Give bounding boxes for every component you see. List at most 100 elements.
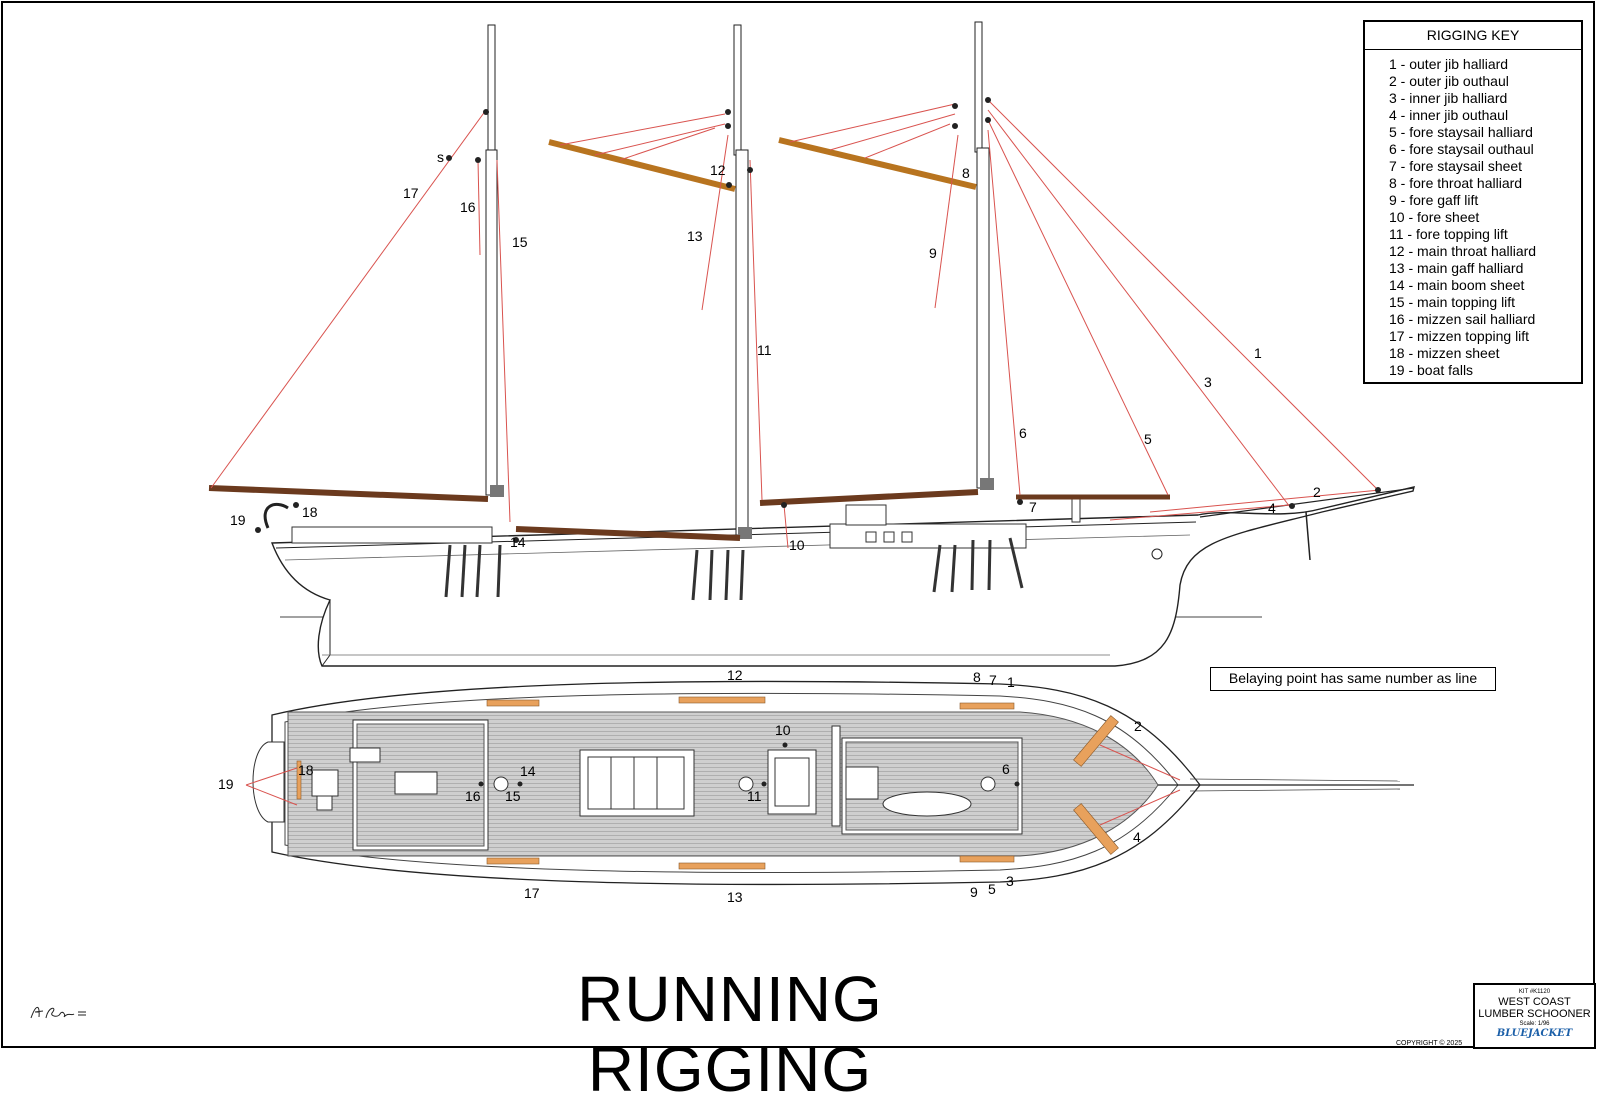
plan-label-18: 18 (298, 762, 314, 778)
profile-view: s 17 16 15 12 13 11 8 9 6 5 3 1 2 4 7 10… (208, 21, 1415, 667)
key-item: 9 - fore gaff lift (1389, 192, 1479, 208)
ships-boat (882, 791, 972, 817)
fore-topmast (974, 21, 983, 153)
label-18: 18 (302, 504, 318, 520)
belaying-pins-fore (932, 537, 1024, 593)
key-item: 8 - fore throat halliard (1389, 175, 1523, 191)
belaying-pins-main (691, 549, 745, 601)
key-item: 13 - main gaff halliard (1389, 260, 1524, 276)
aft-cabin (291, 526, 493, 544)
fore-gaff (778, 137, 977, 190)
plan-masts (493, 776, 996, 792)
label-4: 4 (1268, 500, 1276, 516)
key-item: 3 - inner jib halliard (1389, 90, 1508, 106)
forward-house (829, 523, 1027, 549)
label-13: 13 (687, 228, 703, 244)
plan-rigging-lines (245, 744, 1181, 826)
label-17: 17 (403, 185, 419, 201)
plan-labels: 12 8 7 1 2 10 19 18 14 16 15 11 6 4 17 1… (218, 667, 1142, 905)
hull-profile (270, 486, 1415, 667)
plan-label-17: 17 (524, 885, 540, 901)
companionway (349, 747, 381, 763)
main-boom (515, 526, 741, 541)
rail-line (284, 534, 1191, 561)
label-s: s (437, 149, 444, 165)
plan-label-15: 15 (505, 788, 521, 804)
label-12: 12 (710, 162, 726, 178)
fore-mast (976, 147, 990, 489)
plan-label-16: 16 (465, 788, 481, 804)
hatch-boards (587, 756, 685, 810)
window (865, 531, 877, 543)
label-2: 2 (1313, 484, 1321, 500)
rigging-key-list: 1 - outer jib halliard 2 - outer jib out… (1365, 50, 1581, 379)
key-item: 5 - fore staysail halliard (1389, 124, 1533, 140)
brand-logo: BLUEJACKET (1496, 1028, 1573, 1039)
rigging-key-heading: RIGGING KEY (1365, 22, 1581, 50)
scale: Scale: 1/96 (1519, 1021, 1550, 1027)
label-10: 10 (789, 537, 805, 553)
plan-pins (478, 742, 1020, 787)
main-topmast (733, 24, 742, 156)
model-name-line1: WEST COAST (1498, 996, 1571, 1008)
plan-label-8: 8 (973, 669, 981, 685)
key-item: 6 - fore staysail outhaul (1389, 141, 1534, 157)
plan-label-6: 6 (1002, 761, 1010, 777)
belaying-note: Belaying point has same number as line (1210, 667, 1496, 691)
key-item: 4 - inner jib outhaul (1389, 107, 1509, 123)
key-item: 18 - mizzen sheet (1389, 345, 1500, 361)
rigging-key: RIGGING KEY 1 - outer jib halliard 2 - o… (1363, 20, 1583, 384)
main-mast-step (738, 527, 752, 539)
wheelhouse (845, 504, 887, 526)
fore-boom (759, 489, 979, 506)
jibboom-plan (1189, 778, 1401, 782)
skylight (394, 771, 438, 795)
label-11: 11 (757, 342, 772, 358)
aft-hatch (311, 769, 339, 797)
plan-label-1: 1 (1007, 674, 1015, 690)
plan-label-19: 19 (218, 776, 234, 792)
mizzen-topmast (487, 24, 496, 156)
main-mast (735, 149, 749, 536)
kit-number: KIT #K1120 (1518, 989, 1551, 995)
window (883, 531, 895, 543)
key-item: 7 - fore staysail sheet (1389, 158, 1523, 174)
plan-label-9: 9 (970, 884, 978, 900)
title-block: KIT #K1120 WEST COAST LUMBER SCHOONER Sc… (1473, 983, 1596, 1049)
plan-label-12: 12 (727, 667, 743, 683)
key-item: 1 - outer jib halliard (1389, 56, 1509, 72)
key-item: 11 - fore topping lift (1389, 226, 1508, 242)
key-item: 17 - mizzen topping lift (1389, 328, 1530, 344)
jibboom-plan-2 (1189, 788, 1401, 792)
drawing-title: RUNNING RIGGING (577, 963, 883, 1105)
label-19: 19 (230, 512, 246, 528)
plan-label-4: 4 (1133, 829, 1141, 845)
plan-label-13: 13 (727, 889, 743, 905)
stern-davit (263, 503, 289, 529)
fore-house-hatch (845, 766, 879, 800)
key-item: 12 - main throat halliard (1389, 243, 1537, 259)
fore-mast-step (980, 478, 994, 490)
drawing-frame (1, 1, 1595, 1048)
pinrails (296, 696, 1119, 870)
main-gaff (548, 139, 736, 192)
label-9: 9 (929, 245, 937, 261)
label-16: 16 (460, 199, 476, 215)
schooner-drawing: s 17 16 15 12 13 11 8 9 6 5 3 1 2 4 7 10… (208, 21, 1415, 905)
binnacle (316, 795, 333, 811)
label-15: 15 (512, 234, 528, 250)
dolphin-striker (1305, 511, 1311, 561)
plan-label-11: 11 (747, 788, 762, 804)
label-8: 8 (962, 165, 970, 181)
label-14: 14 (510, 534, 526, 550)
key-item: 2 - outer jib outhaul (1389, 73, 1509, 89)
profile-labels: s 17 16 15 12 13 11 8 9 6 5 3 1 2 4 7 10… (230, 149, 1321, 553)
belaying-pins-mizzen (444, 544, 502, 598)
plan-label-3: 3 (1006, 873, 1014, 889)
designer-signature (30, 1006, 86, 1019)
mizzen-mast (485, 149, 498, 496)
plan-label-10: 10 (775, 722, 791, 738)
label-3: 3 (1204, 374, 1212, 390)
key-item: 16 - mizzen sail halliard (1389, 311, 1536, 327)
mizzen-boom (208, 485, 489, 502)
